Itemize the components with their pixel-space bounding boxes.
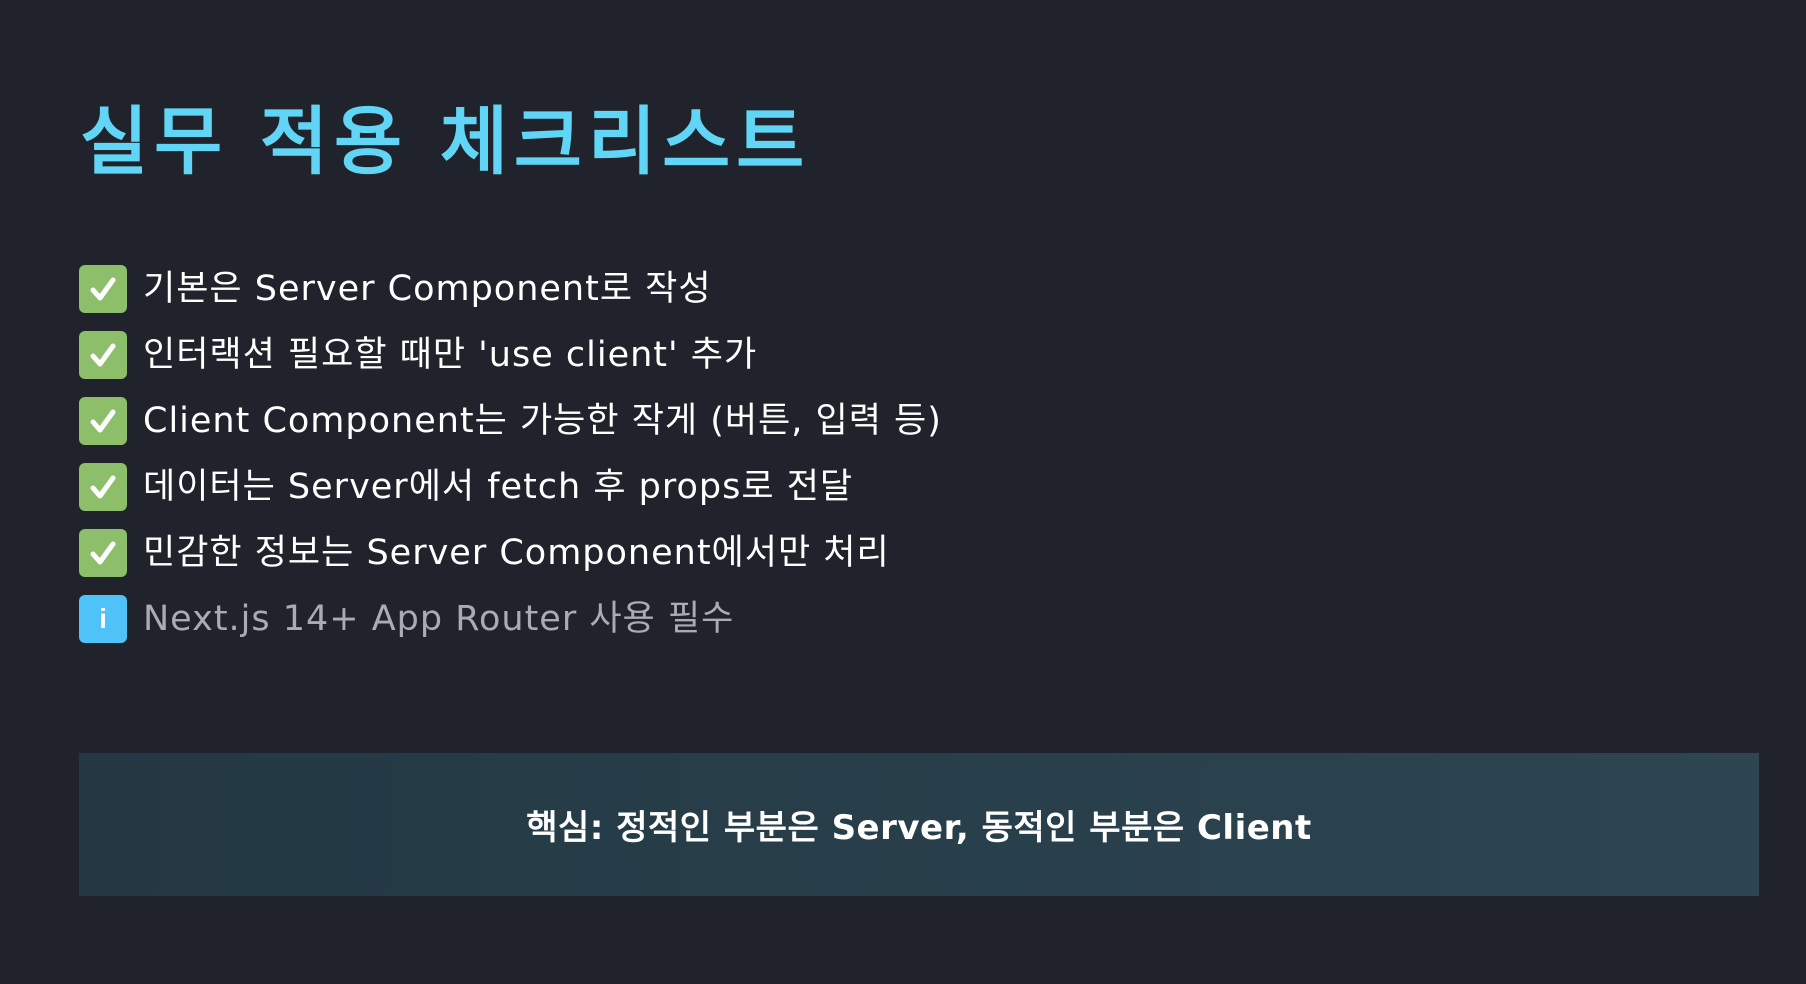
checklist-item: 기본은 Server Component로 작성: [79, 256, 942, 322]
checklist-item: 인터랙션 필요할 때만 'use client' 추가: [79, 322, 942, 388]
checklist-item-text: 민감한 정보는 Server Component에서만 처리: [143, 532, 890, 573]
checklist-item-text: 데이터는 Server에서 fetch 후 props로 전달: [143, 466, 854, 507]
checkmark-icon: [79, 463, 127, 511]
checkmark-icon: [79, 265, 127, 313]
checklist-item-text: Client Component는 가능한 작게 (버튼, 입력 등): [143, 400, 942, 441]
info-note: i Next.js 14+ App Router 사용 필수: [79, 586, 942, 652]
checkmark-icon: [79, 331, 127, 379]
checkmark-icon: [79, 397, 127, 445]
info-note-text: Next.js 14+ App Router 사용 필수: [143, 598, 735, 639]
checklist-item-text: 인터랙션 필요할 때만 'use client' 추가: [143, 334, 758, 375]
checklist-item: Client Component는 가능한 작게 (버튼, 입력 등): [79, 388, 942, 454]
checklist-item-text: 기본은 Server Component로 작성: [143, 268, 712, 309]
checklist-item: 데이터는 Server에서 fetch 후 props로 전달: [79, 454, 942, 520]
checklist: 기본은 Server Component로 작성 인터랙션 필요할 때만 'us…: [79, 256, 942, 652]
summary-text: 핵심: 정적인 부분은 Server, 동적인 부분은 Client: [526, 808, 1312, 848]
checklist-item: 민감한 정보는 Server Component에서만 처리: [79, 520, 942, 586]
checkmark-icon: [79, 529, 127, 577]
page-title: 실무 적용 체크리스트: [80, 99, 811, 185]
summary-banner: 핵심: 정적인 부분은 Server, 동적인 부분은 Client: [79, 753, 1759, 896]
info-icon-glyph: i: [99, 603, 107, 634]
info-icon: i: [79, 595, 127, 643]
